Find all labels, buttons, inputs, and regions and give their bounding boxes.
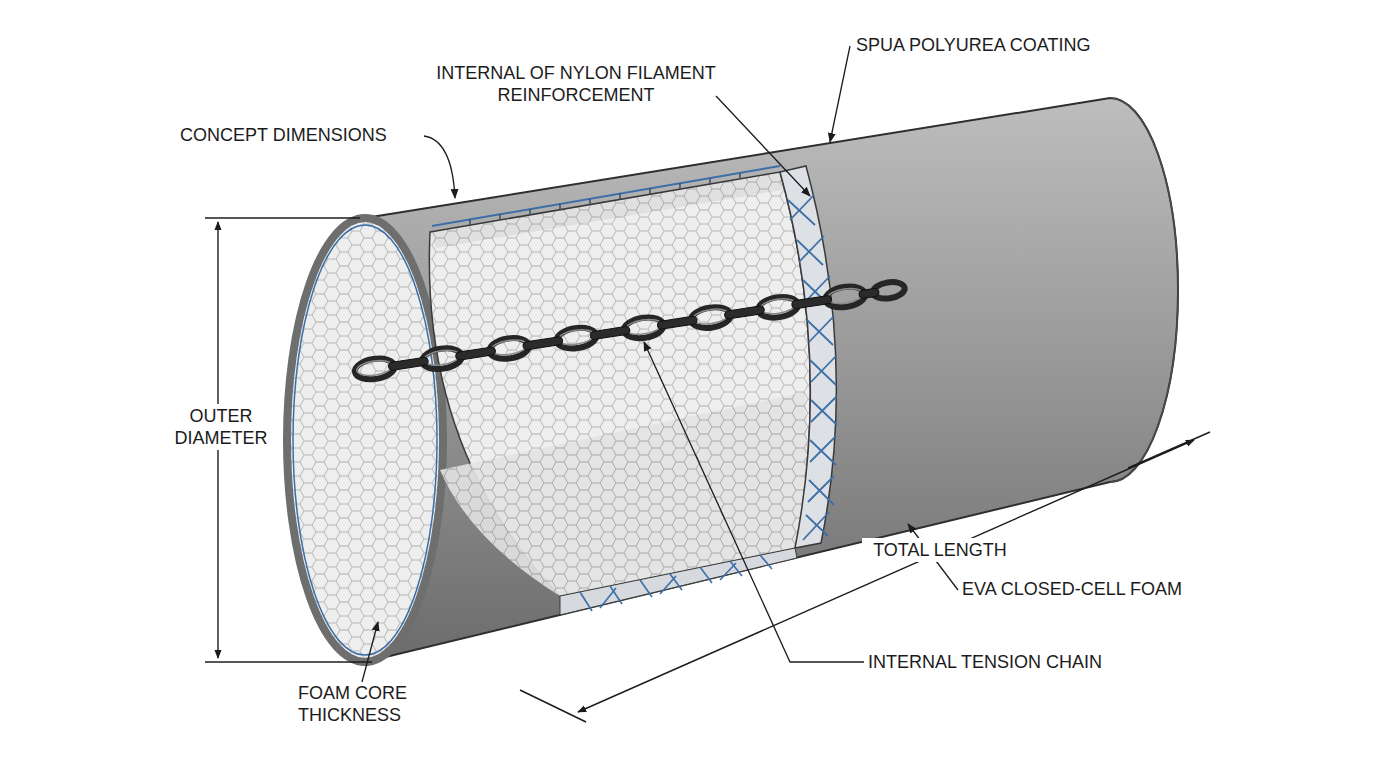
end-face-foam [287, 218, 443, 662]
dimension-label: OUTER DIAMETER [162, 404, 280, 450]
interior-shadow [430, 172, 782, 248]
dimension-label: FOAM CORE THICKNESS [298, 682, 428, 726]
tension-chain [353, 278, 906, 382]
dimension-label: TOTAL LENGTH [862, 538, 1018, 562]
filament-helix [788, 195, 837, 540]
filament-line [432, 166, 780, 226]
part-label: SPUA POLYUREA COATING [856, 34, 1156, 56]
end-cap-edge [1110, 98, 1178, 482]
part-label: EVA CLOSED-CELL FOAM [962, 578, 1262, 600]
part-label: CONCEPT DIMENSIONS [180, 124, 430, 146]
dimension-lines [205, 218, 1210, 722]
filament-ticks [470, 173, 740, 225]
coating-ring [293, 225, 437, 655]
interior-foam [429, 172, 810, 596]
filament-wrap [580, 555, 772, 611]
bottom-cut-band [560, 548, 797, 615]
section-ring [780, 166, 836, 548]
leader-lines [362, 46, 958, 682]
part-label: INTERNAL OF NYLON FILAMENT REINFORCEMENT [428, 62, 724, 106]
part-label: INTERNAL TENSION CHAIN [868, 651, 1168, 673]
polyurea-shell [287, 98, 1178, 662]
